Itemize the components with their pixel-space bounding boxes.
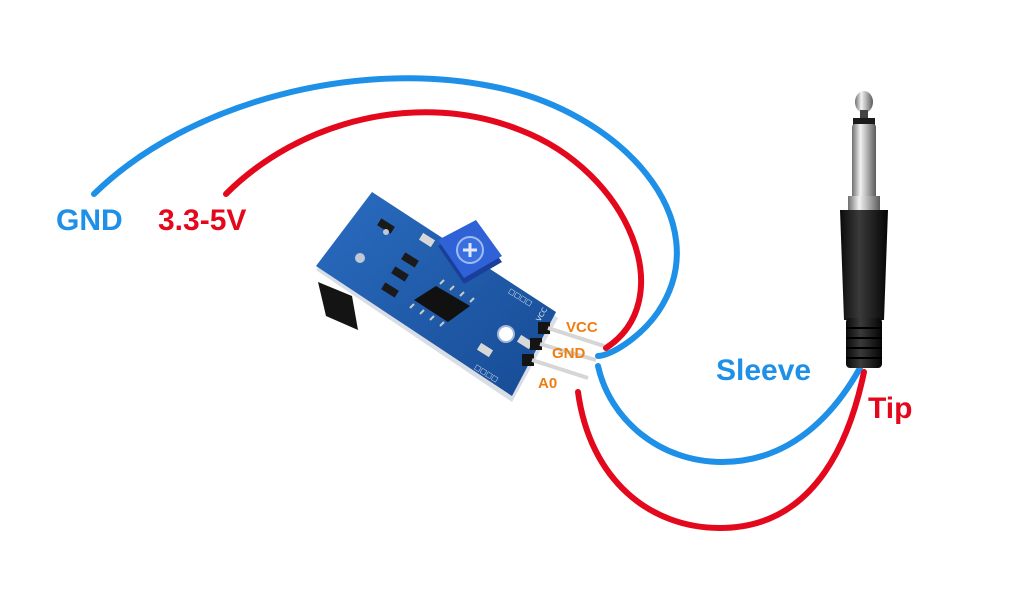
tip-label: Tip — [868, 392, 912, 425]
jack-shaft — [852, 124, 876, 200]
mounting-hole-ring — [497, 325, 515, 343]
tip-wire — [575, 369, 867, 532]
via-pad — [383, 229, 389, 235]
smd-resistor — [401, 252, 419, 268]
jack-strain-relief — [846, 318, 882, 368]
sleeve-wire — [595, 363, 863, 466]
jack-neck — [860, 110, 868, 120]
via-pad — [355, 253, 365, 263]
gnd-wire-label: GND — [56, 204, 123, 237]
power-wire-label: 3.3-5V — [158, 204, 246, 237]
smd-led — [516, 334, 534, 350]
sensor-module-icon: □□□□ □□□□ VCC — [316, 192, 605, 402]
ic-chip — [414, 286, 470, 322]
potentiometer-icon — [438, 220, 502, 284]
smd-led — [418, 232, 436, 248]
jack-body — [840, 210, 888, 320]
smd-resistor — [377, 218, 395, 234]
pin-label-gnd: GND — [552, 345, 586, 362]
ic-pins — [409, 279, 475, 327]
jack-collar — [848, 196, 880, 210]
jack-ring — [853, 118, 875, 126]
jack-tip-ball — [855, 91, 873, 113]
pin-label-a0: A0 — [538, 375, 557, 392]
sensor-housing — [318, 282, 358, 330]
smd-led — [476, 342, 494, 358]
smd-resistor — [381, 282, 399, 298]
mono-audio-jack-icon — [840, 91, 888, 368]
pin-label-vcc: VCC — [566, 319, 598, 336]
header-pins — [522, 322, 605, 380]
mounting-hole — [498, 326, 514, 342]
power-wire — [223, 109, 645, 351]
sleeve-label: Sleeve — [716, 354, 811, 387]
gnd-wire — [91, 75, 680, 359]
smd-resistor — [391, 266, 409, 282]
